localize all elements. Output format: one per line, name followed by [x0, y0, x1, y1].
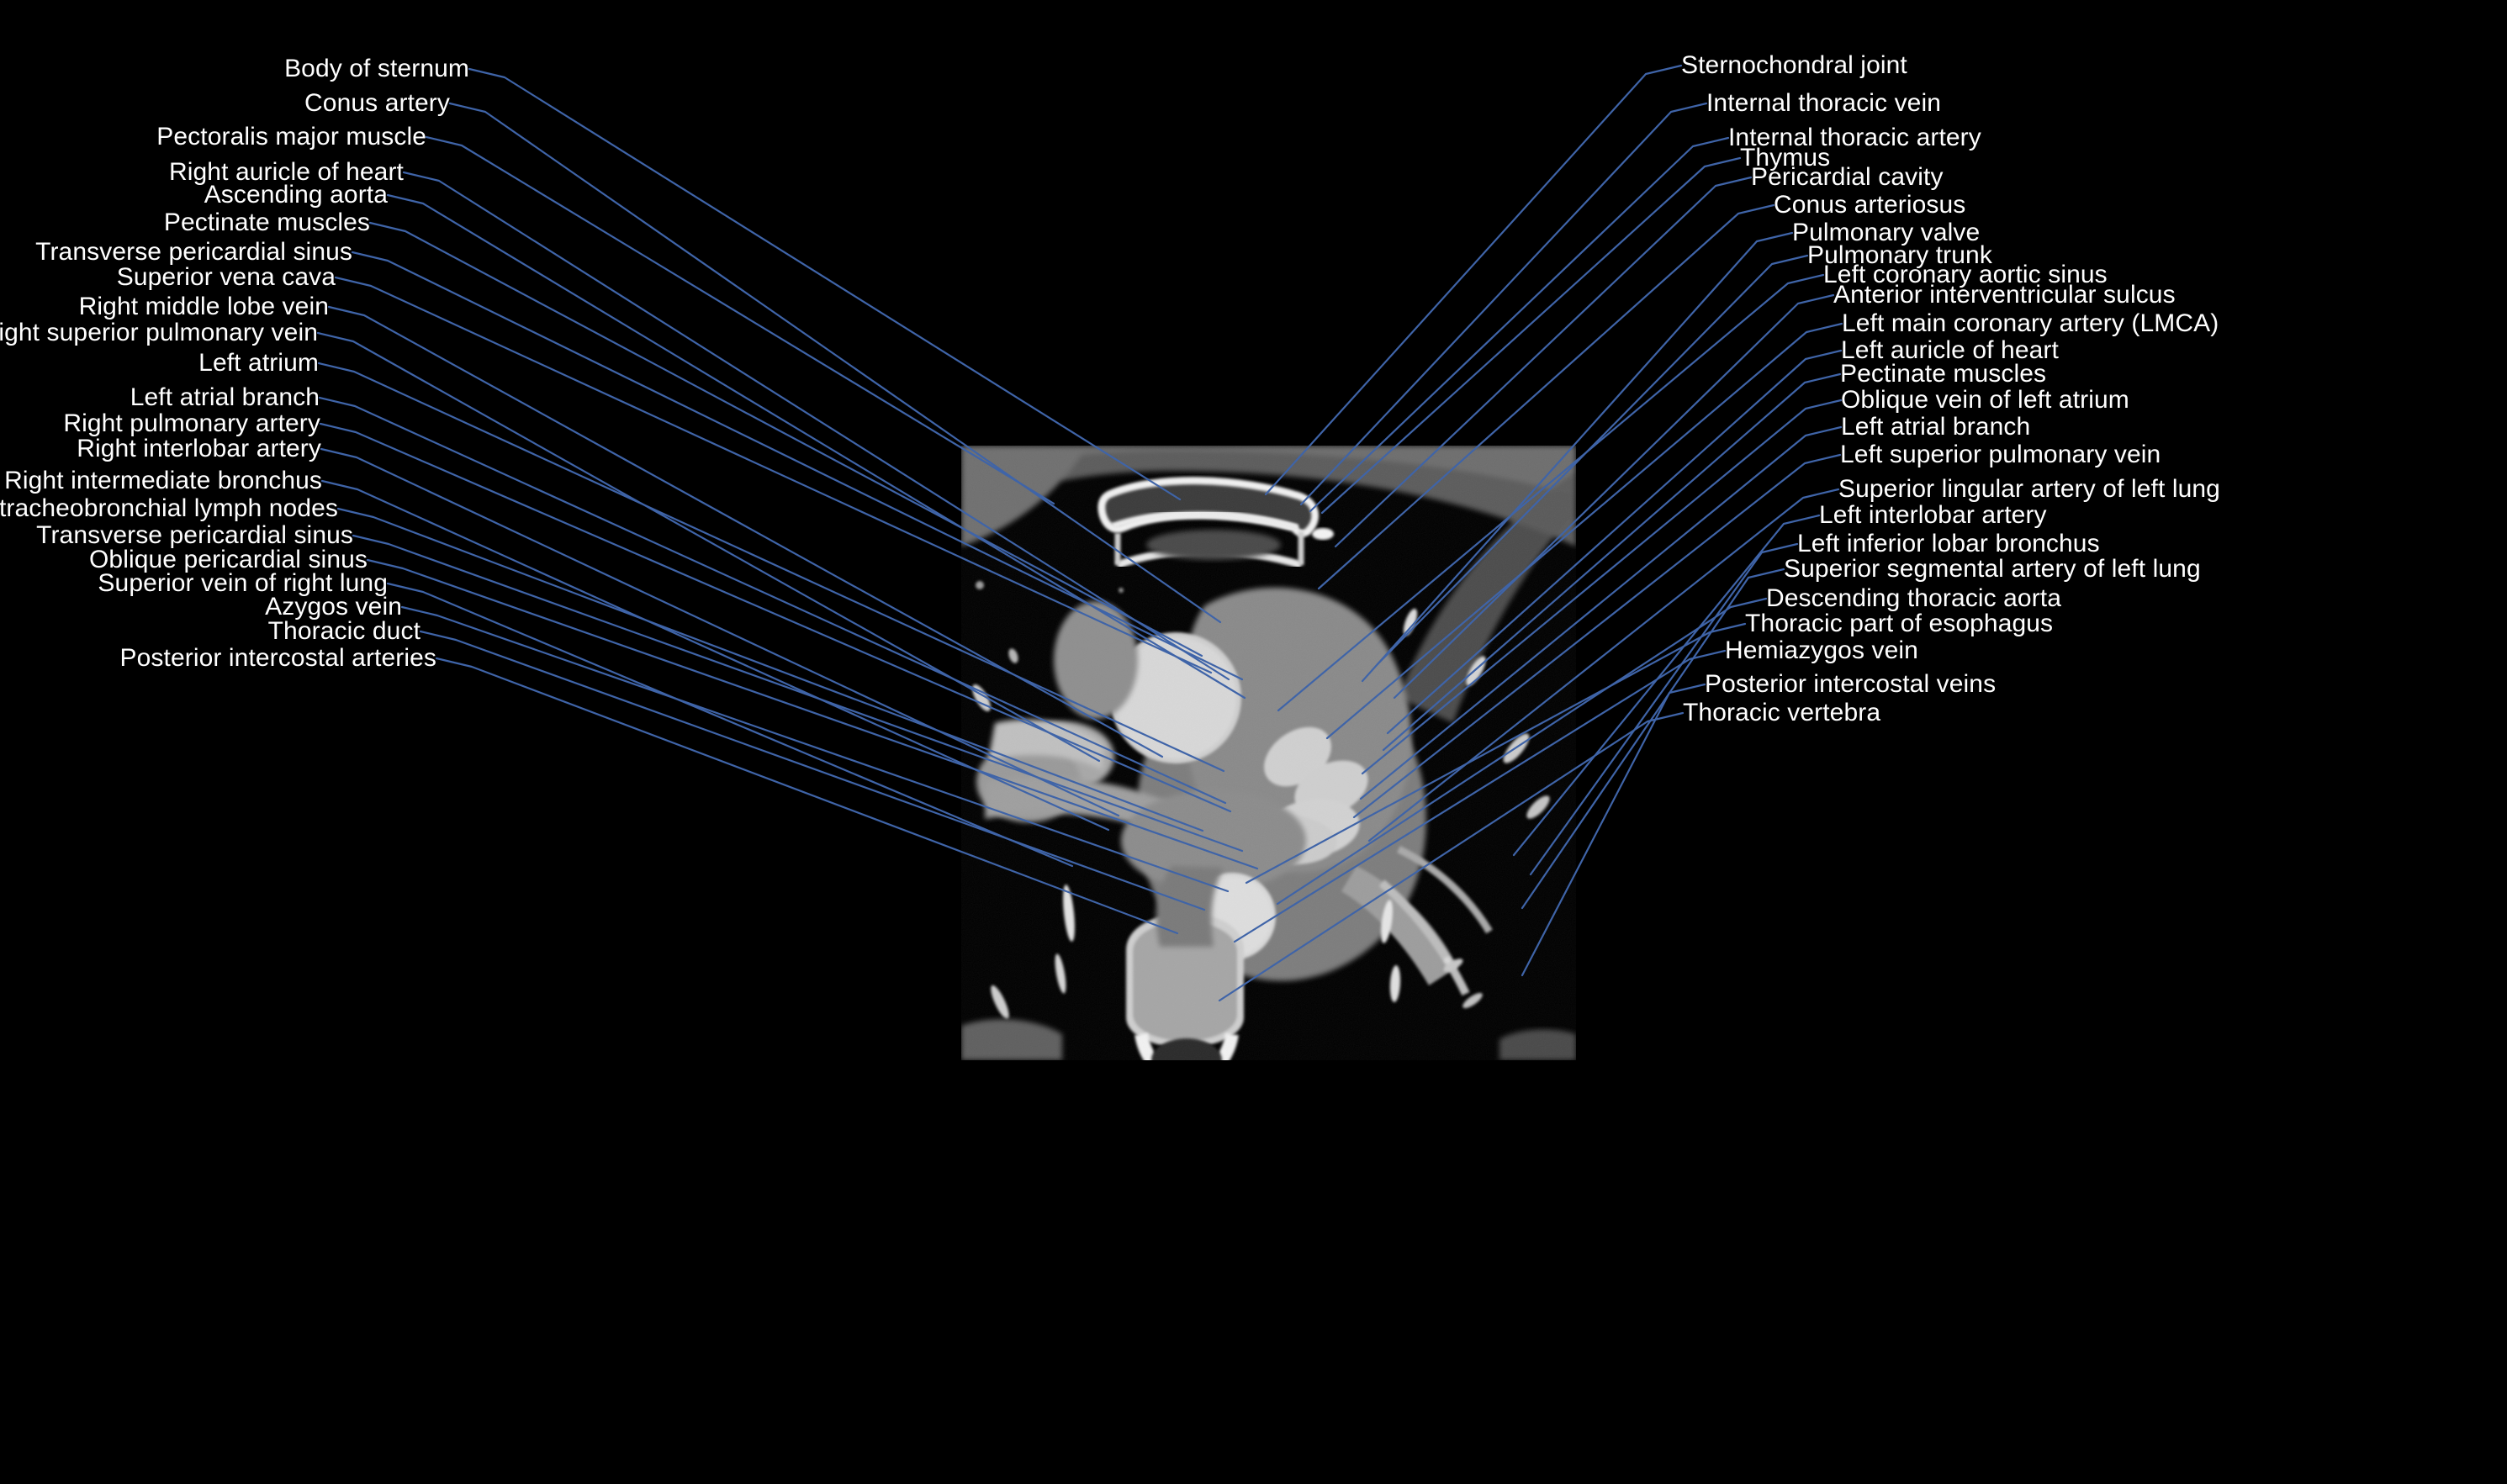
label-internal-thoracic-vein[interactable]: Internal thoracic vein [1706, 89, 1942, 117]
label-posterior-intercostal-veins[interactable]: Posterior intercostal veins [1705, 670, 1997, 698]
label-left-main-coronary-artery-lmca[interactable]: Left main coronary artery (LMCA) [1842, 309, 2219, 337]
label-pectinate-muscles[interactable]: Pectinate muscles [1840, 360, 2047, 388]
label-left-atrial-branch[interactable]: Left atrial branch [130, 383, 320, 411]
label-transverse-pericardial-sinus[interactable]: Transverse pericardial sinus [36, 521, 353, 549]
leader-line-pectoralis-major-muscle [425, 135, 1055, 505]
label-superior-segmental-artery-of-left-lung[interactable]: Superior segmental artery of left lung [1784, 555, 2201, 583]
label-transverse-pericardial-sinus[interactable]: Transverse pericardial sinus [35, 238, 352, 266]
label-thoracic-part-of-esophagus[interactable]: Thoracic part of esophagus [1745, 610, 2054, 637]
label-right-interlobar-artery[interactable]: Right interlobar artery [77, 435, 321, 462]
label-left-interlobar-artery[interactable]: Left interlobar artery [1819, 501, 2047, 529]
leader-line-sternochondral-joint [1264, 64, 1683, 496]
label-descending-thoracic-aorta[interactable]: Descending thoracic aorta [1766, 584, 2062, 612]
leader-line-body-of-sternum [468, 67, 1182, 501]
label-oblique-pericardial-sinus[interactable]: Oblique pericardial sinus [88, 546, 368, 573]
label-left-inferior-lobar-bronchus[interactable]: Left inferior lobar bronchus [1797, 530, 2100, 557]
label-right-intermediate-bronchus[interactable]: Right intermediate bronchus [4, 467, 322, 494]
ct-scan-image [961, 446, 1576, 1060]
label-sternochondral-joint[interactable]: Sternochondral joint [1681, 51, 1907, 79]
label-right-auricle-of-heart[interactable]: Right auricle of heart [168, 158, 404, 186]
label-hemiazygos-vein[interactable]: Hemiazygos vein [1725, 636, 1918, 664]
label-superior-vein-of-right-lung[interactable]: Superior vein of right lung [98, 569, 388, 597]
label-right-superior-pulmonary-vein[interactable]: Right superior pulmonary vein [0, 319, 318, 346]
leader-line-internal-thoracic-vein [1299, 102, 1708, 506]
label-ascending-aorta[interactable]: Ascending aorta [204, 181, 388, 209]
label-thoracic-vertebra[interactable]: Thoracic vertebra [1683, 699, 1881, 726]
label-body-of-sternum[interactable]: Body of sternum [284, 55, 469, 82]
label-pectoralis-major-muscle[interactable]: Pectoralis major muscle [156, 123, 426, 151]
label-superior-vena-cava[interactable]: Superior vena cava [116, 263, 336, 291]
label-conus-artery[interactable]: Conus artery [304, 89, 450, 117]
label-internal-thoracic-artery[interactable]: Internal thoracic artery [1728, 124, 1981, 151]
label-thymus[interactable]: Thymus [1740, 144, 1831, 172]
label-thoracic-duct[interactable]: Thoracic duct [267, 617, 420, 645]
label-oblique-vein-of-left-atrium[interactable]: Oblique vein of left atrium [1841, 386, 2129, 414]
label-left-atrium[interactable]: Left atrium [198, 349, 319, 377]
label-left-atrial-branch[interactable]: Left atrial branch [1841, 413, 2031, 441]
label-left-auricle-of-heart[interactable]: Left auricle of heart [1841, 336, 2059, 364]
label-right-middle-lobe-vein[interactable]: Right middle lobe vein [78, 293, 329, 320]
label-azygos-vein[interactable]: Azygos vein [265, 593, 402, 621]
label-conus-arteriosus[interactable]: Conus arteriosus [1774, 191, 1966, 219]
label-pulmonary-valve[interactable]: Pulmonary valve [1792, 219, 1981, 246]
label-posterior-intercostal-arteries[interactable]: Posterior intercostal arteries [119, 644, 436, 672]
label-anterior-interventricular-sulcus[interactable]: Anterior interventricular sulcus [1833, 281, 2176, 309]
label-superior-lingular-artery-of-left-lung[interactable]: Superior lingular artery of left lung [1838, 475, 2220, 503]
label-pulmonary-trunk[interactable]: Pulmonary trunk [1807, 241, 1992, 269]
label-right-pulmonary-artery[interactable]: Right pulmonary artery [63, 409, 320, 437]
label-left-superior-pulmonary-vein[interactable]: Left superior pulmonary vein [1840, 441, 2161, 468]
label-left-coronary-aortic-sinus[interactable]: Left coronary aortic sinus [1823, 261, 2108, 288]
label-pericardial-cavity[interactable]: Pericardial cavity [1751, 163, 1944, 191]
label-pectinate-muscles[interactable]: Pectinate muscles [163, 209, 370, 236]
label-inferior-tracheobronchial-lymph-nodes[interactable]: Inferior tracheobronchial lymph nodes [0, 494, 338, 522]
